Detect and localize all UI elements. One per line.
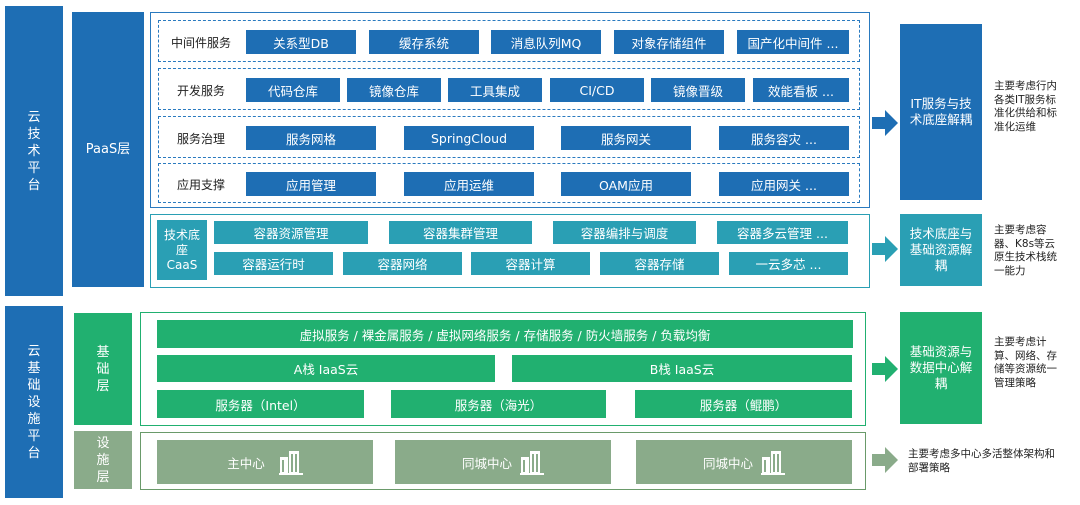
building-icon (761, 451, 785, 475)
cloud-infra-platform-label: 云基础设施平台 (5, 306, 63, 498)
server-kunpeng[interactable]: 服务器（鲲鹏） (635, 390, 852, 418)
server-intel[interactable]: 服务器（Intel） (157, 390, 364, 418)
services-bar[interactable]: 虚拟服务 / 裸金属服务 / 虚拟网络服务 / 存储服务 / 防火墙服务 / 负… (157, 320, 853, 348)
middleware-row (158, 20, 860, 62)
tile-relational-db[interactable]: 关系型DB (246, 30, 356, 54)
arrow-right-icon (872, 356, 898, 382)
tile-tool-integration[interactable]: 工具集成 (448, 78, 542, 102)
building-icon (520, 451, 544, 475)
tile-container-resource-mgmt[interactable]: 容器资源管理 (214, 221, 368, 244)
center-same-city-2[interactable]: 同城中心 (636, 440, 852, 484)
tile-domestic-middleware[interactable]: 国产化中间件 ... (737, 30, 849, 54)
tile-efficiency-board[interactable]: 效能看板 ... (753, 78, 849, 102)
row-label: 服务治理 (176, 131, 225, 146)
paas-frame (150, 12, 870, 208)
arrow-right-icon (872, 236, 898, 262)
paas-layer-label: PaaS层 (72, 12, 144, 287)
tile-app-ops[interactable]: 应用运维 (404, 172, 534, 196)
tile-container-cluster-mgmt[interactable]: 容器集群管理 (389, 221, 532, 244)
row-label: 应用支撑 (176, 177, 225, 192)
row-label: 中间件服务 (170, 35, 231, 50)
row-label: 开发服务 (176, 83, 225, 98)
it-service-note: 主要考虑行内各类IT服务标准化供给和标准化运维 (994, 80, 1057, 133)
center-label: 主中心 (227, 455, 265, 471)
tile-container-orchestration[interactable]: 容器编排与调度 (553, 221, 696, 244)
tech-base-note: 主要考虑容器、K8s等云原生技术栈统一能力 (994, 224, 1057, 277)
tile-app-gateway[interactable]: 应用网关 ... (719, 172, 849, 196)
center-label: 同城中心 (702, 455, 753, 471)
tile-container-network[interactable]: 容器网络 (343, 252, 462, 275)
tile-service-dr[interactable]: 服务容灾 ... (719, 126, 849, 150)
tile-container-runtime[interactable]: 容器运行时 (214, 252, 333, 275)
tile-springcloud[interactable]: SpringCloud (404, 126, 534, 150)
tile-object-storage[interactable]: 对象存储组件 (614, 30, 724, 54)
tile-container-compute[interactable]: 容器计算 (471, 252, 590, 275)
arrow-right-icon (872, 110, 898, 136)
facility-note: 主要考虑多中心多活整体架构和部署策略 (908, 448, 1055, 474)
facility-layer-label: 设施层 (74, 431, 132, 489)
tile-cicd[interactable]: CI/CD (550, 78, 644, 102)
dev-row (158, 68, 860, 110)
tile-service-gateway[interactable]: 服务网关 (561, 126, 691, 150)
facility-frame (140, 432, 866, 490)
stack-a-iaas[interactable]: A栈 IaaS云 (157, 355, 495, 382)
app-support-row (158, 163, 860, 203)
center-same-city-1[interactable]: 同城中心 (395, 440, 611, 484)
center-main[interactable]: 主中心 (157, 440, 373, 484)
building-icon (278, 451, 303, 475)
infra-note: 主要考虑计算、网络、存储等资源统一管理策略 (994, 336, 1057, 389)
arrow-right-icon (872, 447, 898, 473)
base-layer-label: 基础层 (74, 313, 132, 425)
tile-service-mesh[interactable]: 服务网格 (246, 126, 376, 150)
tech-base-decoupling-box: 技术底座与基础资源解耦 (900, 214, 982, 286)
tile-image-repo[interactable]: 镜像仓库 (347, 78, 441, 102)
governance-row (158, 116, 860, 158)
tile-app-management[interactable]: 应用管理 (246, 172, 376, 196)
tile-container-multicloud[interactable]: 容器多云管理 ... (717, 221, 848, 244)
infra-decoupling-box: 基础资源与数据中心解耦 (900, 312, 982, 424)
tile-container-storage[interactable]: 容器存储 (600, 252, 719, 275)
tile-mq[interactable]: 消息队列MQ (491, 30, 601, 54)
tile-code-repo[interactable]: 代码仓库 (246, 78, 340, 102)
center-label: 同城中心 (461, 455, 512, 471)
cloud-tech-platform-label: 云技术平台 (5, 6, 63, 296)
base-frame (140, 312, 866, 426)
tile-oam-app[interactable]: OAM应用 (561, 172, 691, 196)
tile-cache[interactable]: 缓存系统 (369, 30, 479, 54)
caas-label: 技术底座CaaS (157, 220, 207, 280)
it-service-decoupling-box: IT服务与技术底座解耦 (900, 24, 982, 200)
tile-image-promotion[interactable]: 镜像晋级 (651, 78, 745, 102)
stack-b-iaas[interactable]: B栈 IaaS云 (512, 355, 852, 382)
caas-frame (150, 214, 870, 288)
tile-one-cloud-multi-chip[interactable]: 一云多芯 ... (729, 252, 848, 275)
server-hygon[interactable]: 服务器（海光） (391, 390, 606, 418)
